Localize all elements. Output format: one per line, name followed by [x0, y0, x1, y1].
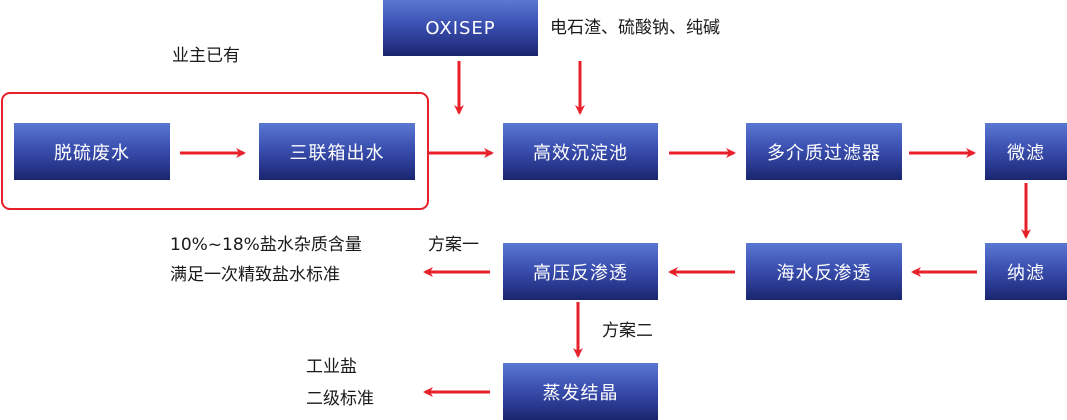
option-one-label: 方案一	[428, 235, 479, 255]
owner-existing-label: 业主已有	[172, 46, 240, 66]
node-seawater-ro: 海水反渗透	[746, 243, 902, 300]
node-multimedia-filter: 多介质过滤器	[746, 123, 902, 180]
brine-result-line2: 满足一次精致盐水标准	[170, 265, 340, 285]
chemicals-label: 电石渣、硫酸钠、纯碱	[550, 18, 720, 38]
salt-result-line1: 工业盐	[306, 357, 357, 377]
node-high-efficiency-settling: 高效沉淀池	[503, 123, 658, 180]
node-nanofiltration: 纳滤	[985, 243, 1067, 300]
node-oxisep: OXISEP	[383, 0, 538, 56]
node-evaporation-crystallization: 蒸发结晶	[503, 363, 658, 420]
node-triple-tank-outlet: 三联箱出水	[259, 123, 415, 180]
node-desulfurization-wastewater: 脱硫废水	[14, 123, 170, 180]
salt-result-line2: 二级标准	[306, 389, 374, 409]
node-microfiltration: 微滤	[985, 123, 1067, 180]
node-high-pressure-ro: 高压反渗透	[503, 243, 658, 300]
option-two-label: 方案二	[602, 321, 653, 341]
owner-existing-group	[1, 92, 429, 210]
brine-result-line1: 10%~18%盐水杂质含量	[170, 235, 362, 255]
